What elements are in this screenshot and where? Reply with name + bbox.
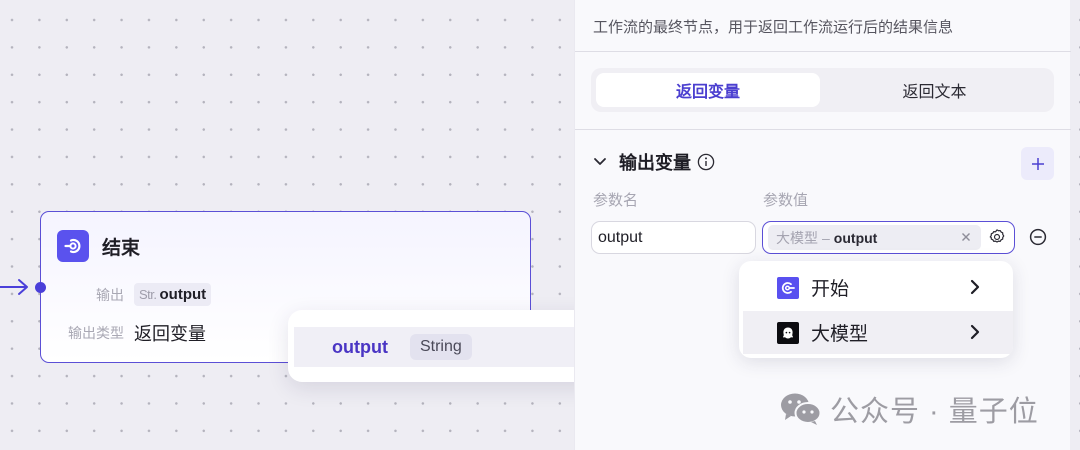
node-description: 工作流的最终节点，用于返回工作流运行后的结果信息 <box>593 19 954 36</box>
selected-variable-chip[interactable]: 大模型 – output <box>768 225 981 250</box>
watermark-text: 公众号 · 量子位 <box>830 396 1039 428</box>
node-config-panel: 工作流的最终节点，用于返回工作流运行后的结果信息 返回变量 返回文本 输出变量 … <box>574 0 1071 450</box>
chevron-right-icon <box>970 279 980 295</box>
chevron-down-icon[interactable] <box>593 157 607 167</box>
add-variable-button[interactable] <box>1021 147 1054 180</box>
llm-node-icon <box>777 321 799 344</box>
source-option-label: 大模型 <box>811 324 869 345</box>
info-icon[interactable] <box>697 153 715 171</box>
tag-name: output <box>159 286 207 303</box>
end-node-icon <box>57 230 89 262</box>
tab-return-text[interactable]: 返回文本 <box>902 84 967 101</box>
node-output-tag[interactable]: Str. output <box>134 283 212 306</box>
tag-type: Str. <box>139 287 157 302</box>
connection-arrow-icon <box>0 279 28 295</box>
tab-return-variable[interactable]: 返回变量 <box>596 73 820 107</box>
node-header: 结束 <box>57 230 140 262</box>
variable-name: output <box>332 336 388 357</box>
node-title: 结束 <box>102 237 141 259</box>
start-node-icon <box>777 276 799 299</box>
chip-variable-name: output <box>833 229 878 246</box>
remove-variable-icon[interactable] <box>1029 228 1047 246</box>
param-name-column-label: 参数名 <box>593 192 639 209</box>
node-output-type-value: 返回变量 <box>134 324 206 344</box>
output-variables-section-header[interactable]: 输出变量 <box>593 149 715 175</box>
watermark: 公众号 · 量子位 <box>780 388 1039 430</box>
source-option-label: 开始 <box>811 279 850 300</box>
chip-source-node: 大模型 <box>776 229 818 246</box>
divider <box>575 129 1071 130</box>
param-name-input[interactable] <box>591 221 756 254</box>
section-title: 输出变量 <box>619 153 691 173</box>
wechat-icon <box>781 393 822 425</box>
param-value-selector[interactable]: 大模型 – output <box>762 221 1015 254</box>
divider <box>575 51 1071 52</box>
source-option-llm[interactable]: 大模型 <box>743 311 1013 354</box>
node-output-row: 输出 Str. output <box>41 283 212 306</box>
node-output-label: 输出 <box>96 286 124 303</box>
chip-separator: – <box>822 229 830 246</box>
node-output-type-label: 输出类型 <box>68 325 124 341</box>
node-input-handle[interactable] <box>35 282 46 293</box>
output-mode-segmented-control: 返回变量 返回文本 <box>591 68 1054 112</box>
source-node-dropdown: 开始 大模型 <box>739 261 1013 358</box>
variable-type-badge: String <box>409 334 472 360</box>
chevron-right-icon <box>970 324 980 340</box>
param-value-column-label: 参数值 <box>763 192 809 209</box>
plus-icon <box>1031 157 1044 170</box>
clear-icon[interactable] <box>959 230 973 244</box>
gear-icon[interactable] <box>988 228 1006 246</box>
source-option-start[interactable]: 开始 <box>743 266 1013 309</box>
node-output-type-row: 输出类型 返回变量 <box>41 320 206 346</box>
